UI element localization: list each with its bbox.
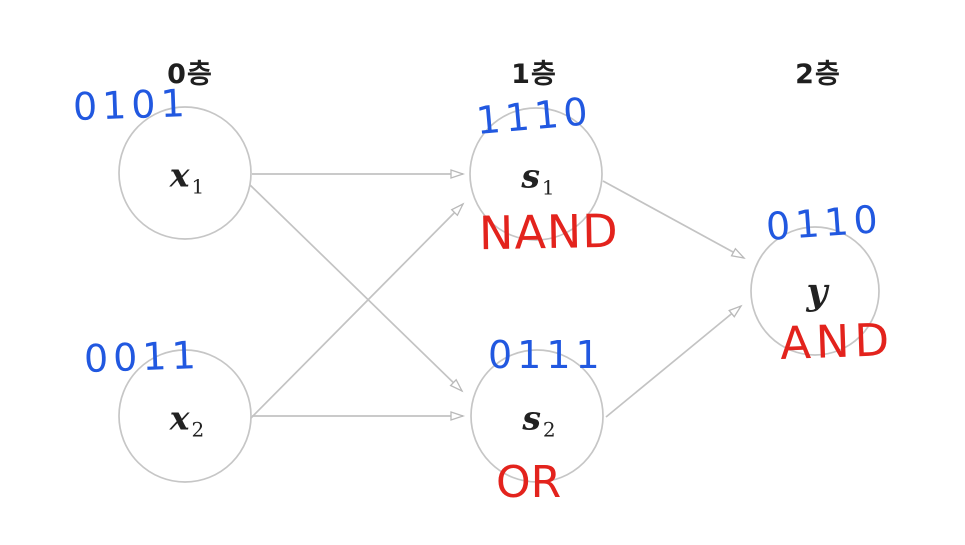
annotation-s1-values: 1110 [474,88,595,144]
layer-label-2: 2층 [795,59,841,90]
node-x1-base: x [169,155,190,195]
node-s1-subscript: 1 [541,175,555,200]
node-y-circle [750,226,880,356]
gate-label-s2: OR [496,457,562,508]
gate-label-y: AND [779,313,895,370]
annotation-x1-values: 0101 [72,80,191,130]
gate-label-s1: NAND [478,203,620,261]
node-s2-circle [470,349,604,483]
annotation-y-values: 0110 [764,196,885,250]
edge-x1-s2 [247,182,464,393]
node-y-label: y [807,271,830,313]
node-x1-circle [118,106,252,240]
annotation-x2-values: 0011 [83,332,202,382]
node-x2-base: x [169,398,190,438]
edge-s1-y [602,180,746,259]
node-s1-base: s [521,156,540,196]
edge-x2-s1 [249,202,465,420]
layer-label-1: 1층 [511,59,557,90]
node-y-base: y [806,271,828,313]
node-s1-circle [469,107,603,241]
node-s2-base: s [522,398,541,438]
node-s2-subscript: 2 [542,417,556,442]
node-x2-subscript: 2 [191,417,205,442]
edge-s2-y [605,304,743,418]
layer-label-0: 0층 [167,59,213,90]
node-x1-subscript: 1 [191,174,205,199]
node-x2-circle [118,349,252,483]
annotation-s2-values: 0111 [488,333,605,377]
